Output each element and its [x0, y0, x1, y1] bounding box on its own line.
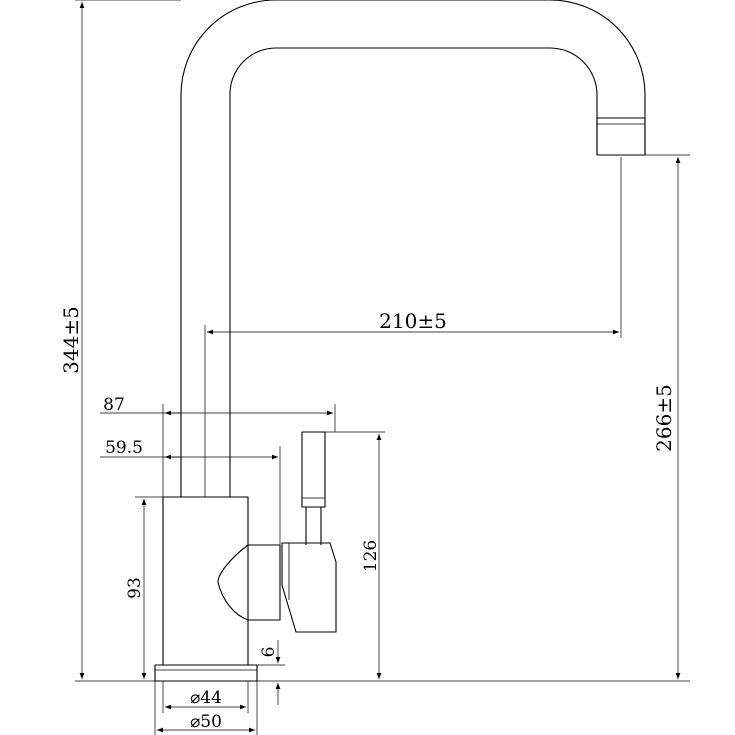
spout-aerator: [596, 117, 646, 156]
faucet-body: [162, 496, 249, 666]
label-handle-height: 126: [361, 540, 381, 572]
label-spout-height: 266±5: [652, 384, 676, 452]
dimension-labels: 344±5 266±5 210±5 87 59.5 93 126 6 ⌀44 ⌀…: [59, 306, 676, 732]
label-body-height: 93: [125, 577, 145, 599]
label-base-thickness: 6: [259, 647, 279, 658]
faucet-outline: [154, 0, 646, 682]
spout-outer-contour: [180, 0, 646, 497]
label-base-inner-diameter: ⌀44: [190, 688, 222, 708]
label-handle-offset: 87: [103, 395, 125, 415]
handle-block: [281, 542, 337, 633]
valve-cap: [217, 544, 249, 621]
spout-inner-contour: [229, 47, 598, 497]
label-body-offset: 59.5: [105, 438, 143, 458]
base-ring: [154, 664, 258, 682]
label-base-outer-diameter: ⌀50: [190, 712, 222, 732]
label-total-height: 344±5: [59, 306, 83, 374]
handle-stem: [305, 507, 322, 545]
cartridge-housing: [248, 544, 281, 621]
dimension-lines: [75, 0, 690, 735]
label-spout-reach: 210±5: [379, 309, 447, 333]
handle-lever: [301, 431, 326, 508]
